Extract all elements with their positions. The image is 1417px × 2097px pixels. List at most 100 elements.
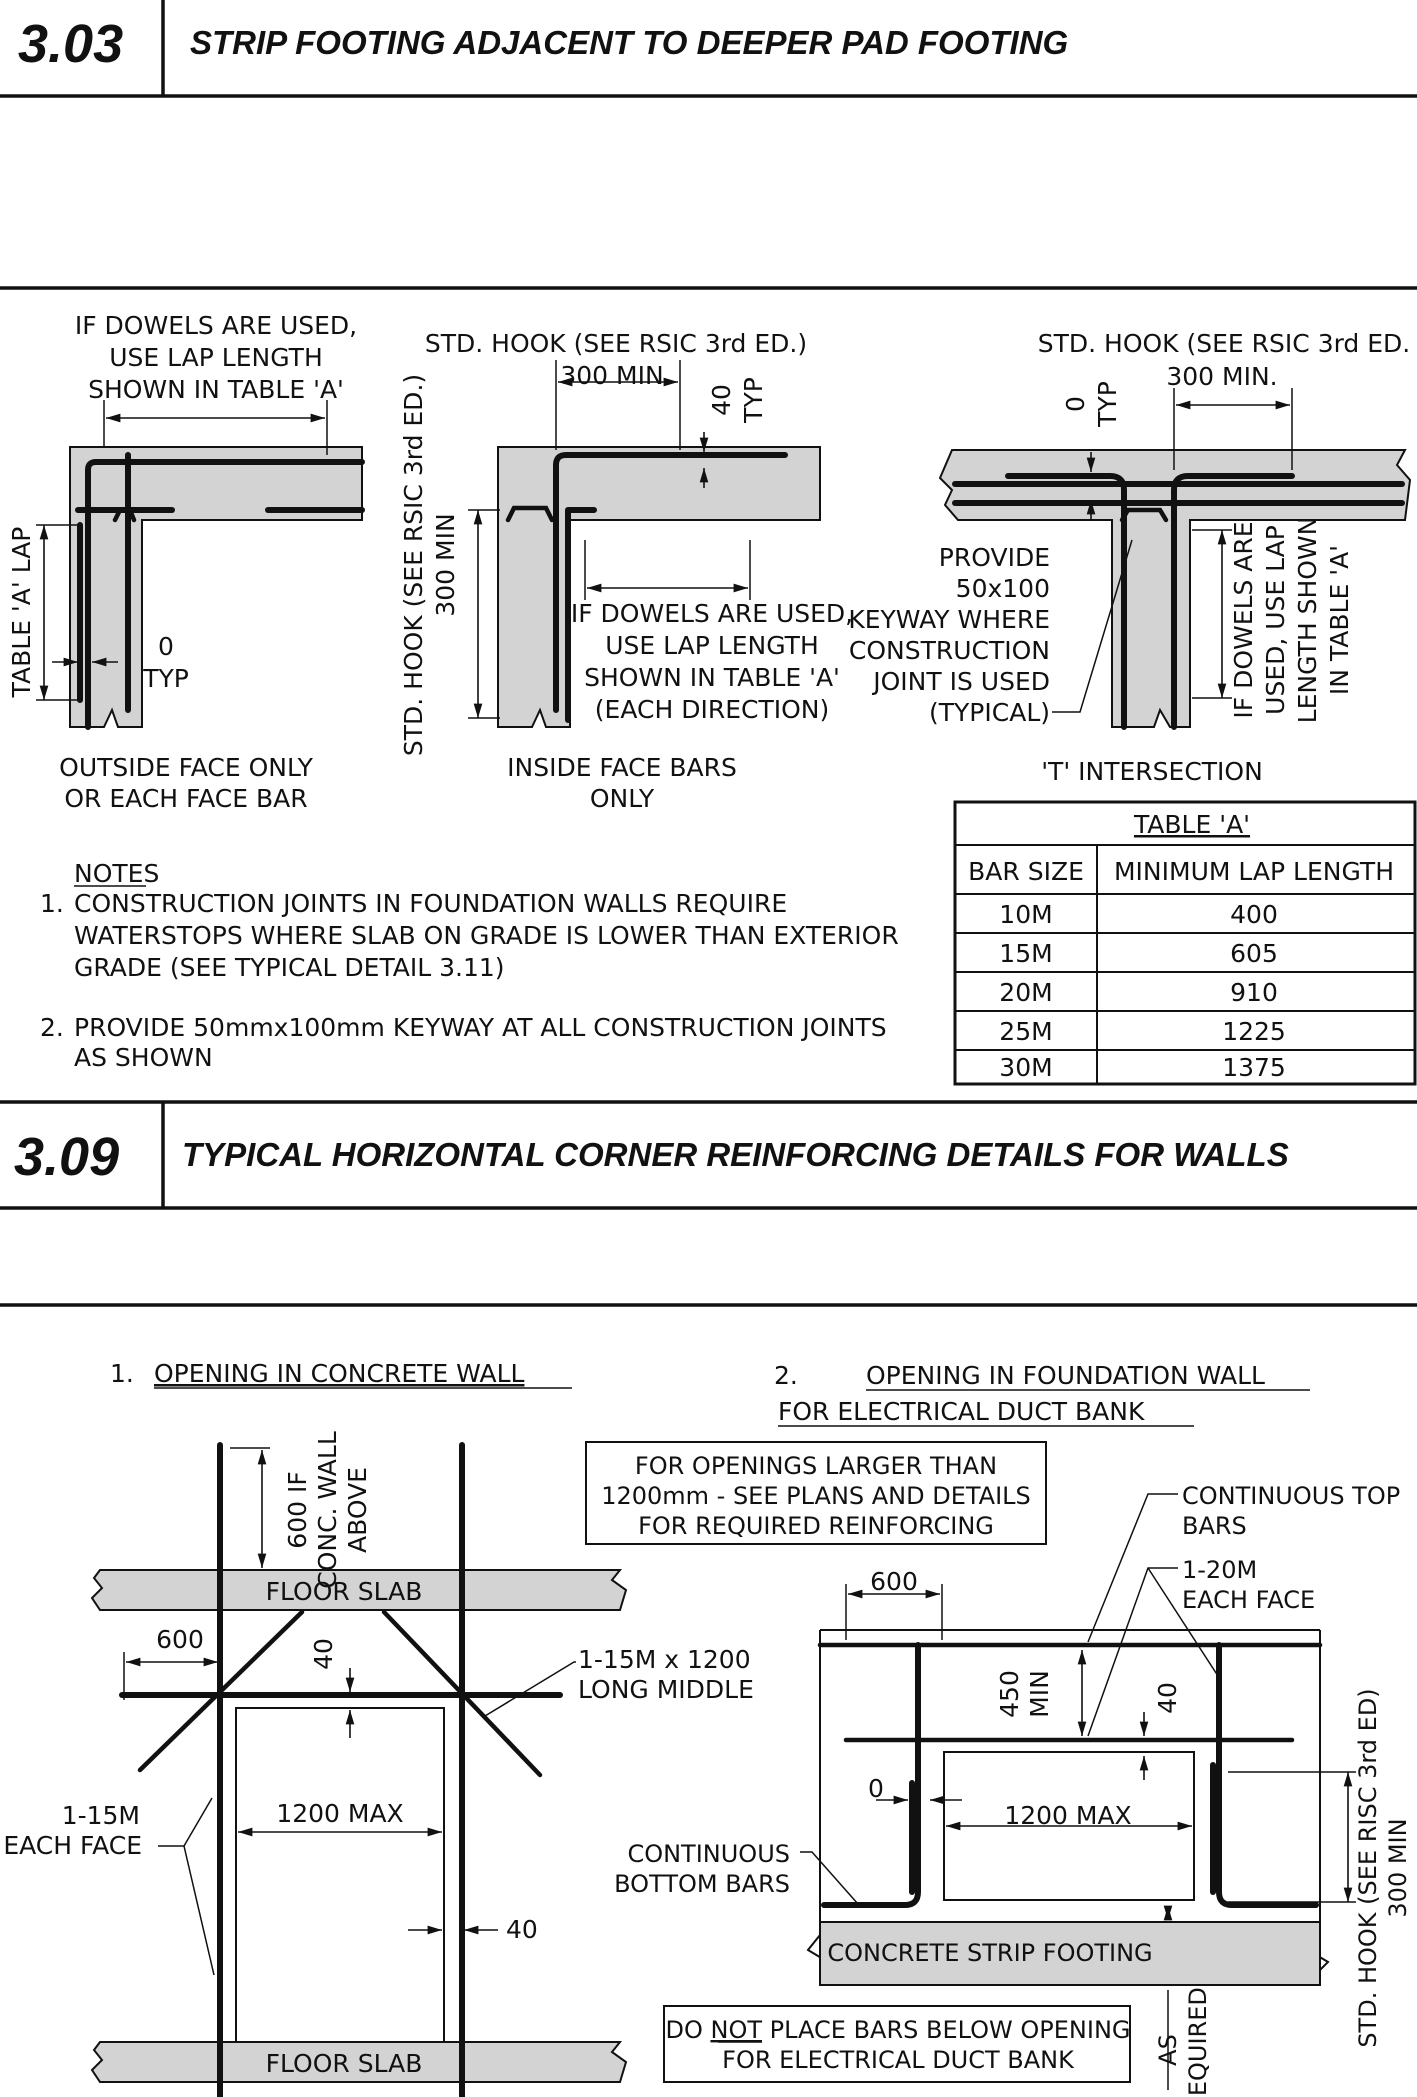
box-note-1: FOR OPENINGS LARGER THAN xyxy=(635,1452,997,1480)
dim-0-fw: 0 xyxy=(868,1774,884,1803)
t-keyway-note-2: 50x100 xyxy=(956,574,1050,603)
dim-40-side-label: 40 xyxy=(506,1915,538,1944)
footing-label: CONCRETE STRIP FOOTING xyxy=(827,1939,1152,1967)
outside-dowel-note-2: USE LAP LENGTH xyxy=(109,343,323,372)
inside-caption-1: INSIDE FACE BARS xyxy=(507,753,737,782)
inside-hook-min: 300 MIN. xyxy=(560,361,671,390)
note-2-line-2: AS SHOWN xyxy=(74,1043,213,1072)
top-bars-note-2: BARS xyxy=(1182,1512,1247,1540)
t-caption: 'T' INTERSECTION xyxy=(1041,757,1263,786)
table-a-cell: 15M xyxy=(999,939,1052,968)
opening-2-num: 2. xyxy=(774,1361,798,1390)
table-a-cell: 400 xyxy=(1230,900,1278,929)
t-dowel-note-3: LENGTH SHOWN xyxy=(1293,517,1322,724)
opening-2-title-2: FOR ELECTRICAL DUCT BANK xyxy=(778,1397,1145,1426)
note-1-line-3: GRADE (SEE TYPICAL DETAIL 3.11) xyxy=(74,953,505,982)
table-a-cell: 605 xyxy=(1230,939,1278,968)
table-a-cell: 25M xyxy=(999,1017,1052,1046)
each-face-20m-1: 1-20M xyxy=(1182,1556,1257,1584)
inside-hook-note: STD. HOOK (SEE RSIC 3rd ED.) xyxy=(425,329,807,358)
section-303-title: STRIP FOOTING ADJACENT TO DEEPER PAD FOO… xyxy=(190,24,1068,61)
inside-cover-typ: TYP xyxy=(739,377,768,424)
t-gap-value: 0 xyxy=(1061,396,1090,412)
outside-gap-value: 0 xyxy=(158,632,174,661)
as-required-1: AS xyxy=(1154,2034,1182,2066)
each-face-note-2: EACH FACE xyxy=(3,1831,142,1860)
opening-2-title-1: OPENING IN FOUNDATION WALL xyxy=(866,1361,1265,1390)
t-keyway-note-6: (TYPICAL) xyxy=(929,698,1050,727)
notes: NOTES 1. CONSTRUCTION JOINTS IN FOUNDATI… xyxy=(40,859,899,1072)
each-face-20m-2: EACH FACE xyxy=(1182,1586,1315,1614)
t-hook-min: 300 MIN. xyxy=(1166,362,1277,391)
section-303-number: 3.03 xyxy=(18,14,123,74)
detail-t-intersection: STD. HOOK (SEE RSIC 3rd ED. 300 MIN. 0 T… xyxy=(848,329,1412,786)
diag-note-1: 1-15M x 1200 xyxy=(578,1645,751,1674)
outside-caption-2: OR EACH FACE BAR xyxy=(64,784,307,813)
outside-lap-label: TABLE 'A' LAP xyxy=(7,527,36,699)
t-dowel-note-1: IF DOWELS ARE xyxy=(1229,521,1258,718)
width-fw: 1200 MAX xyxy=(1004,1801,1131,1830)
table-a-cell: 1225 xyxy=(1222,1017,1286,1046)
dim-450: 450 xyxy=(995,1670,1024,1718)
table-a-header-bar-size: BAR SIZE xyxy=(968,857,1084,886)
above-note-1: 600 IF xyxy=(283,1471,312,1548)
table-a-cell: 20M xyxy=(999,978,1052,1007)
warning-not: NOT xyxy=(710,2016,762,2044)
bottom-bars-note-2: BOTTOM BARS xyxy=(614,1870,790,1898)
t-keyway-note-4: CONSTRUCTION xyxy=(849,636,1050,665)
dim-40-fw: 40 xyxy=(1153,1682,1182,1714)
detail-opening-concrete-wall: 1. OPENING IN CONCRETE WALL FLOOR SLAB F… xyxy=(3,1359,754,2097)
bottom-bars-note-1: CONTINUOUS xyxy=(627,1840,790,1868)
outside-gap-typ: TYP xyxy=(142,664,189,693)
t-dowel-note-2: USED, USE LAP xyxy=(1261,525,1290,715)
as-required-2: REQUIRED xyxy=(1184,1987,1212,2097)
table-a-header-lap-length: MINIMUM LAP LENGTH xyxy=(1114,857,1394,886)
section-309-title: TYPICAL HORIZONTAL CORNER REINFORCING DE… xyxy=(182,1136,1289,1173)
inside-caption-2: ONLY xyxy=(590,784,655,813)
t-keyway-note-3: KEYWAY WHERE xyxy=(848,605,1050,634)
section-309-number: 3.09 xyxy=(14,1127,119,1187)
note-2-num: 2. xyxy=(40,1013,64,1042)
section-303-header: 3.03 STRIP FOOTING ADJACENT TO DEEPER PA… xyxy=(0,0,1417,98)
each-face-note-1: 1-15M xyxy=(62,1801,140,1830)
table-a-cell: 1375 xyxy=(1222,1053,1286,1082)
opening-1-title: OPENING IN CONCRETE WALL xyxy=(154,1359,525,1388)
top-bars-note-1: CONTINUOUS TOP xyxy=(1182,1482,1400,1510)
note-1-line-1: CONSTRUCTION JOINTS IN FOUNDATION WALLS … xyxy=(74,889,787,918)
detail-inside-face: STD. HOOK (SEE RSIC 3rd ED.) 300 MIN. 40… xyxy=(399,329,853,813)
dim-40-top-label: 40 xyxy=(309,1638,338,1670)
inside-dowel-note-4: (EACH DIRECTION) xyxy=(595,695,829,724)
inside-vertical-hook-min: 300 MIN xyxy=(431,513,460,616)
fw-hook-min: 300 MIN xyxy=(1384,1818,1412,1917)
outside-dowel-note-1: IF DOWELS ARE USED, xyxy=(75,311,357,340)
detail-outside-face: IF DOWELS ARE USED, USE LAP LENGTH SHOWN… xyxy=(7,311,365,813)
t-hook-note: STD. HOOK (SEE RSIC 3rd ED. xyxy=(1038,329,1411,358)
opening-1-num: 1. xyxy=(110,1359,134,1388)
t-gap-typ: TYP xyxy=(1093,381,1122,428)
inside-vertical-hook-note: STD. HOOK (SEE RSIC 3rd ED.) xyxy=(399,374,428,756)
inside-dowel-note-3: SHOWN IN TABLE 'A' xyxy=(584,663,840,692)
t-keyway-note-5: JOINT IS USED xyxy=(871,667,1050,696)
width-label: 1200 MAX xyxy=(276,1799,403,1828)
dim-450-min: MIN xyxy=(1025,1670,1054,1718)
dim-600-fw: 600 xyxy=(870,1567,918,1596)
slab-top-label: FLOOR SLAB xyxy=(266,1577,423,1606)
inside-cover-value: 40 xyxy=(707,384,736,416)
inside-dowel-note-1: IF DOWELS ARE USED, xyxy=(571,599,853,628)
table-a-cell: 10M xyxy=(999,900,1052,929)
section-309-header: 3.09 TYPICAL HORIZONTAL CORNER REINFORCI… xyxy=(0,1100,1417,1210)
table-a-title: TABLE 'A' xyxy=(1133,810,1250,839)
detail-opening-foundation-wall: 2. OPENING IN FOUNDATION WALL FOR ELECTR… xyxy=(585,1361,1412,2097)
fw-hook-note: STD. HOOK (SEE RISC 3rd ED) xyxy=(1354,1688,1382,2047)
slab-bottom-label: FLOOR SLAB xyxy=(266,2049,423,2078)
outside-dowel-note-3: SHOWN IN TABLE 'A' xyxy=(88,375,344,404)
above-note-3: ABOVE xyxy=(343,1467,372,1553)
note-1-num: 1. xyxy=(40,889,64,918)
table-a-cell: 910 xyxy=(1230,978,1278,1007)
warning-line-1: DO NOT PLACE BARS BELOW OPENING xyxy=(665,2016,1130,2044)
box-note-3: FOR REQUIRED REINFORCING xyxy=(638,1512,994,1540)
box-note-2: 1200mm - SEE PLANS AND DETAILS xyxy=(601,1482,1031,1510)
diag-note-2: LONG MIDDLE xyxy=(578,1675,754,1704)
inside-dowel-note-2: USE LAP LENGTH xyxy=(605,631,819,660)
